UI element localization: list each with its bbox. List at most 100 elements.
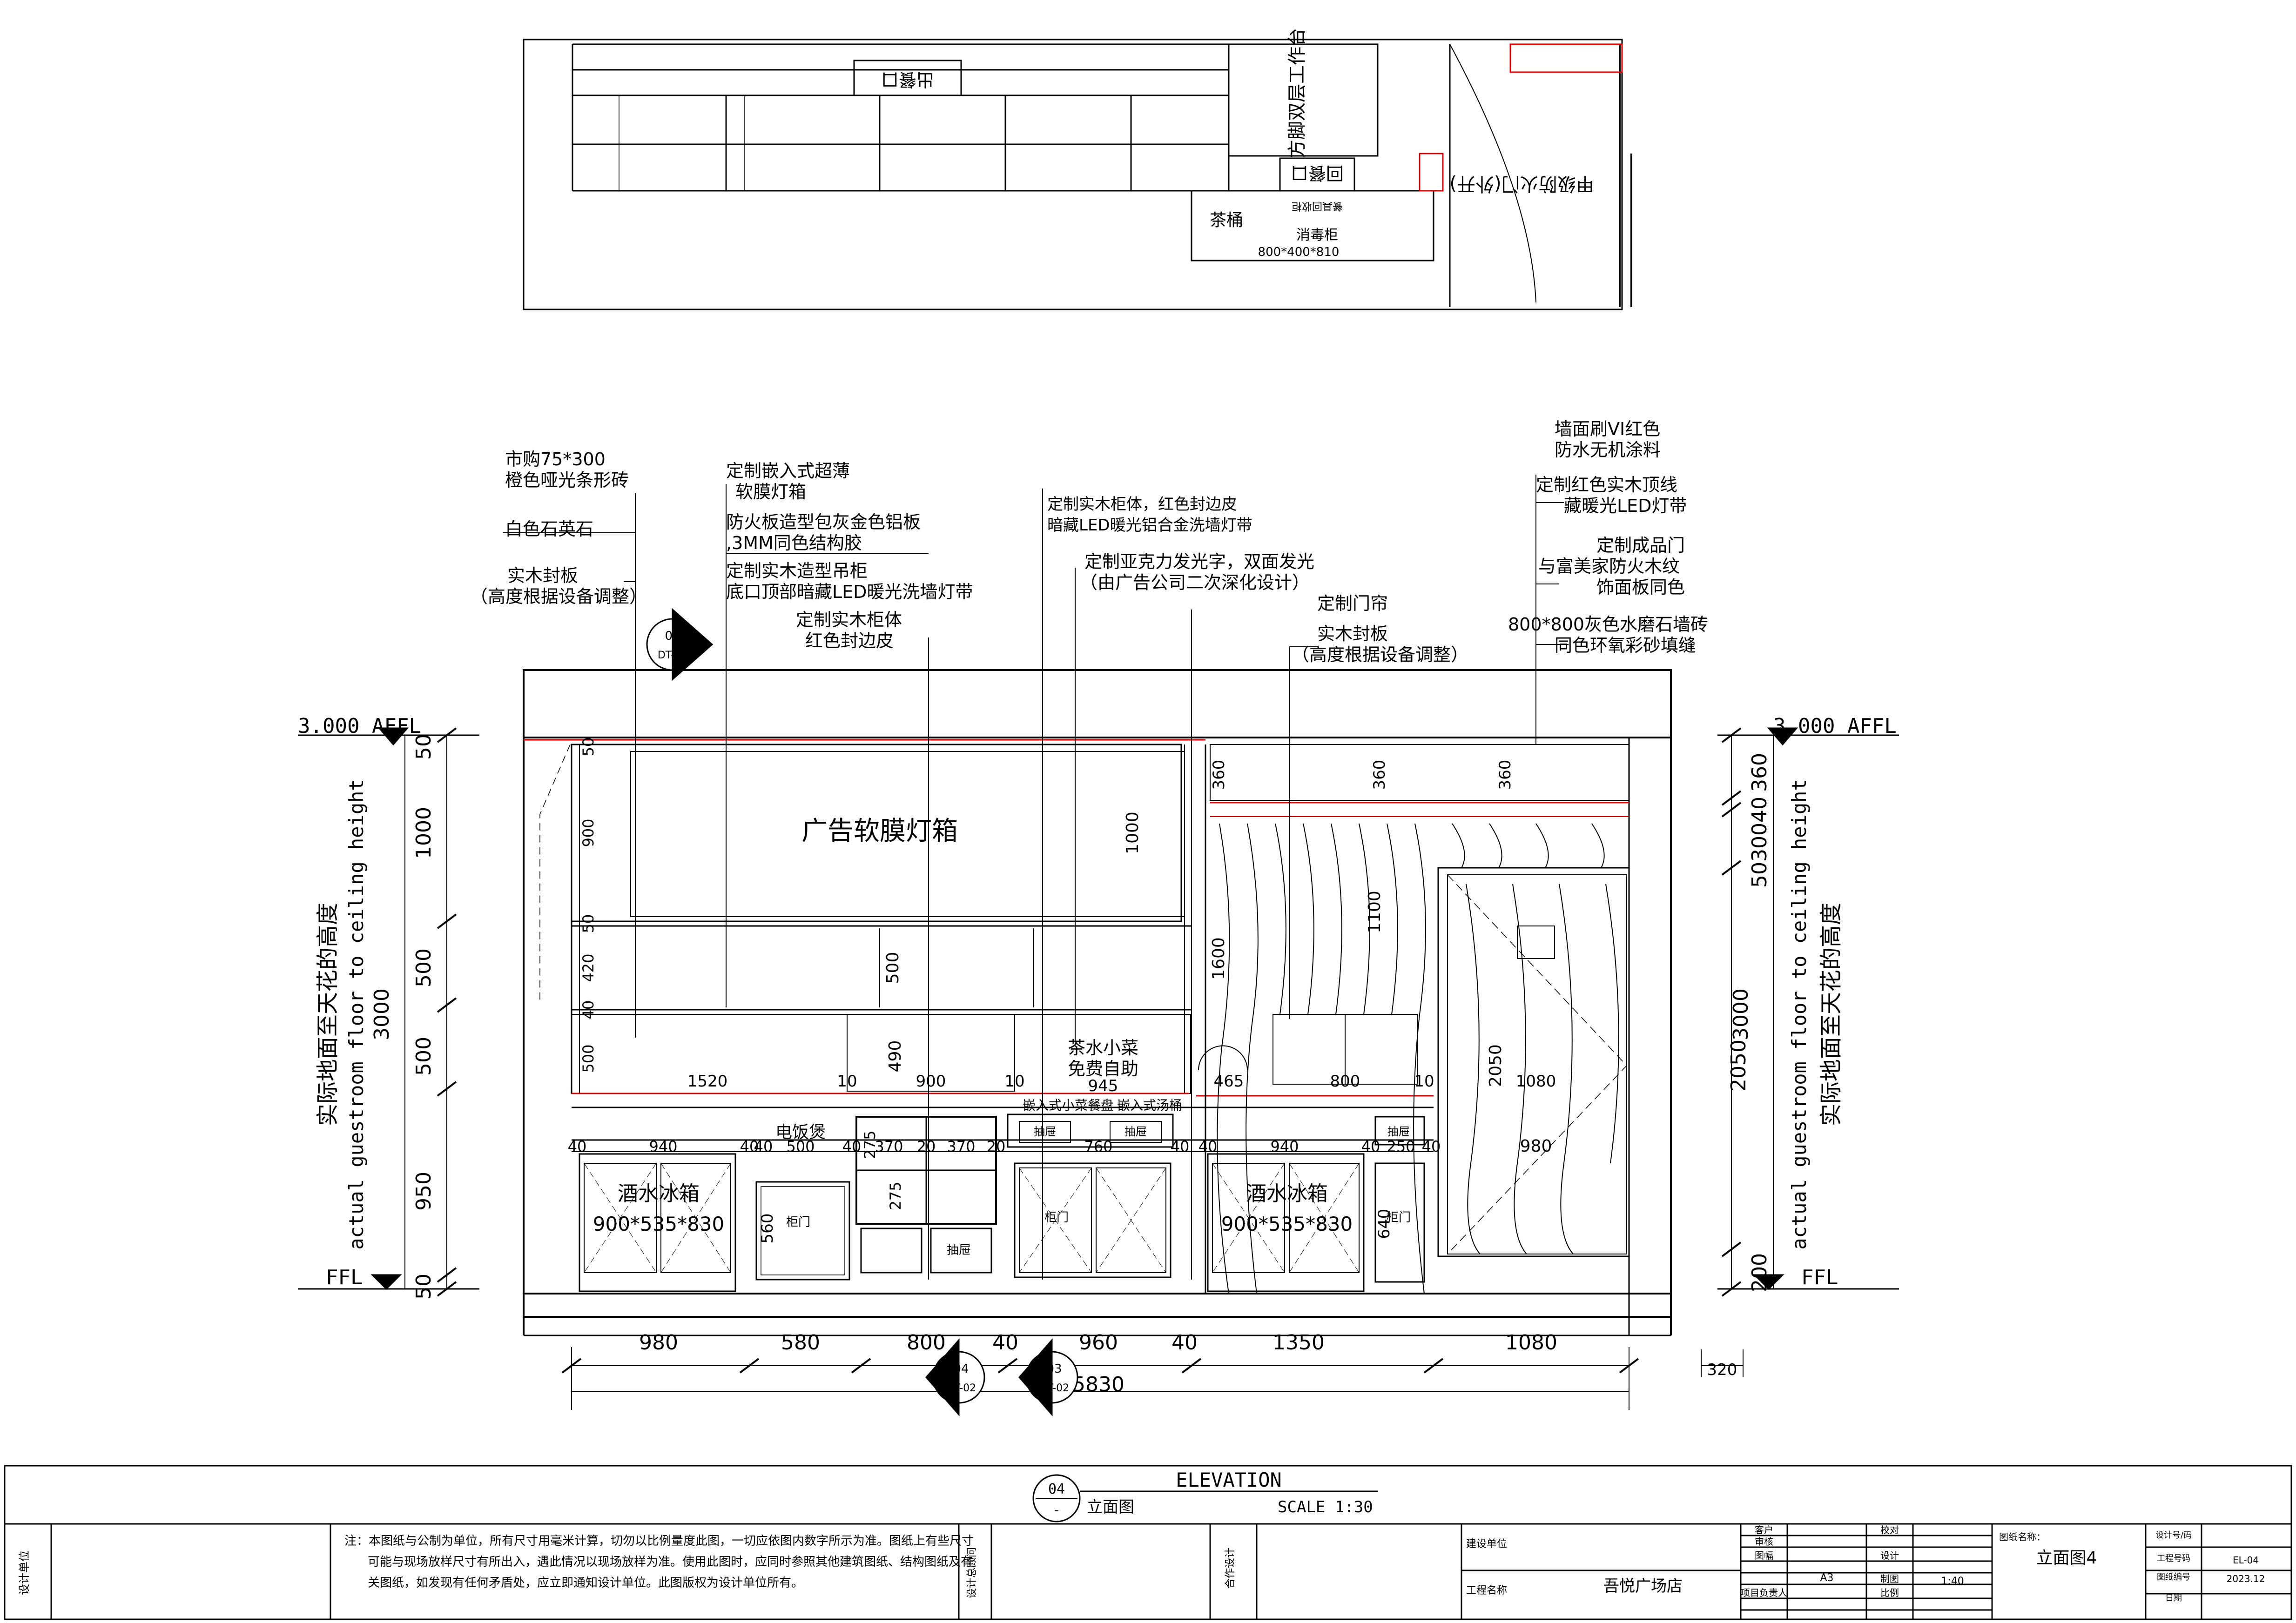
dimension-ticks-left	[437, 727, 1742, 1374]
dim-counter-40d: 40	[842, 1138, 862, 1155]
dim-right-360: 360	[1748, 753, 1771, 792]
dim-misc-980: 980	[1520, 1137, 1552, 1156]
drawing-title: 04 - ELEVATION 立面图 SCALE 1:30	[1032, 1469, 1378, 1522]
dim-right-300: 300	[1748, 823, 1771, 862]
dim-bottom-1350: 1350	[1273, 1331, 1325, 1355]
annotations: 市购75*300 橙色哑光条形砖 白色石英石 实木封板 （高度根据设备调整） 定…	[470, 419, 1708, 665]
dim-left-500b: 500	[412, 1037, 436, 1076]
tb-client-unit: 建设单位	[1466, 1538, 1507, 1550]
dim-misc-1000: 1000	[1123, 812, 1142, 854]
dim-row-945: 945	[1088, 1077, 1118, 1095]
dim-left-950: 950	[412, 1172, 436, 1211]
dim-counter-370b: 370	[947, 1138, 975, 1155]
drawer-label-4: 抽屉	[1387, 1125, 1410, 1138]
dim-row-465: 465	[1214, 1072, 1244, 1091]
dim-misc-2050: 2050	[1486, 1044, 1505, 1087]
dim-counter-40g: 40	[1361, 1138, 1380, 1155]
anno-left-3a: 实木封板	[507, 565, 578, 586]
section-04-ref: DT-02	[946, 1382, 976, 1394]
dim-inner-900: 900	[579, 818, 597, 847]
dim-bottom-800: 800	[907, 1331, 946, 1355]
anno-midleft-2b: ,3MM同色结构胶	[726, 533, 862, 553]
level-marks	[298, 727, 1899, 1290]
anno-mid-2b: （由广告公司二次深化设计）	[1080, 572, 1310, 593]
dim-inner-50b: 50	[579, 914, 597, 933]
dim-counter-940b: 940	[1270, 1138, 1299, 1155]
dim-inner-40: 40	[579, 1000, 597, 1019]
side-label-en-right: actual guestroom floor to ceiling height	[1788, 779, 1811, 1249]
title-sub: 立面图	[1087, 1498, 1134, 1516]
dim-inner-420: 420	[579, 953, 597, 982]
plan-labels: 出餐口 回餐口 甲级防火门(外开) 方脚双层工作台 茶桶 消毒柜 800*400…	[881, 28, 1595, 259]
anno-midleft-2a: 防火板造型包灰金色铝板	[726, 512, 921, 532]
title-block-texts: 设计单位 注：本图纸与公制为单位，所有尺寸用毫米计算，切勿以比例量度此图，一切应…	[18, 1524, 2265, 1603]
dim-counter-40e: 40	[1171, 1138, 1190, 1155]
dim-counter-500: 500	[786, 1138, 815, 1155]
dim-inner-50a: 50	[579, 738, 597, 757]
anno-mid-3: 定制门帘	[1317, 593, 1388, 614]
dim-counter-250: 250	[1387, 1138, 1415, 1155]
plan-excerpt	[523, 39, 1632, 310]
dim-row-900: 900	[916, 1072, 946, 1091]
dim-bottom-980a: 980	[639, 1331, 678, 1355]
cabinet-door-label-2: 柜门	[1044, 1211, 1069, 1225]
level-top-left: 3.000 AFFL	[298, 714, 421, 738]
dim-right-2050: 2050	[1727, 1040, 1751, 1092]
side-label-cn-left: 实际地面至天花的高度	[315, 903, 341, 1126]
leader-lines	[503, 475, 1569, 1280]
dim-left-50b: 50	[412, 1274, 436, 1300]
fridge-2-name: 酒水冰箱	[1246, 1182, 1328, 1206]
dim-right-50: 50	[1748, 862, 1771, 888]
drawer-label-1: 抽屉	[947, 1243, 971, 1257]
dim-left-1000: 1000	[412, 807, 436, 859]
anno-left-2: 白色石英石	[505, 519, 593, 539]
dim-row-1080: 1080	[1516, 1072, 1556, 1091]
dim-bottom-320: 320	[1707, 1361, 1737, 1379]
tb-design-unit: 设计单位	[18, 1550, 31, 1595]
dim-counter-370a: 370	[875, 1138, 903, 1155]
dim-misc-275b: 275	[887, 1181, 904, 1210]
dim-right-40: 40	[1748, 797, 1771, 823]
tb-design-no: 设计号/码	[2155, 1530, 2192, 1540]
lightbox-label: 广告软膜灯箱	[801, 816, 958, 846]
fridge-2-size: 900*535*830	[1221, 1213, 1353, 1235]
dim-right-200: 200	[1748, 1253, 1771, 1292]
anno-left-3b: （高度根据设备调整）	[470, 586, 647, 607]
plan-workbench-label: 方脚双层工作台	[1286, 28, 1308, 158]
dim-misc-360b: 360	[1370, 760, 1389, 790]
tb-design: 设计	[1880, 1550, 1899, 1561]
dim-counter-940a: 940	[649, 1138, 677, 1155]
dim-misc-360c: 360	[1496, 760, 1515, 790]
tb-date: 日期	[2165, 1593, 2182, 1603]
tb-project-code: 工程号码	[2157, 1554, 2190, 1563]
dim-bottom-40b: 40	[1172, 1331, 1198, 1355]
dim-row-10b: 10	[1004, 1072, 1024, 1091]
embedded-soup-label: 嵌入式汤桶	[1117, 1098, 1182, 1113]
tb-date-value: 2023.12	[2227, 1573, 2265, 1584]
anno-right-3a: 定制成品门	[1596, 535, 1685, 556]
dim-row-10a: 10	[837, 1072, 857, 1091]
anno-right-3c: 饰面板同色	[1596, 577, 1685, 597]
dim-row-10c: 10	[1414, 1072, 1434, 1091]
anno-right-2b: 藏暖光LED灯带	[1564, 496, 1687, 516]
dim-misc-560: 560	[758, 1214, 777, 1244]
anno-mid-1a: 定制实木柜体，红色封边皮	[1047, 495, 1237, 514]
tb-notes-3: 关图纸，如发现有任何矛盾处，应立即通知设计单位。此图版权为设计单位所有。	[368, 1576, 803, 1590]
anno-mid-1b: 暗藏LED暖光铝合金洗墙灯带	[1047, 516, 1252, 535]
anno-mid-2a: 定制亚克力发光字，双面发光	[1084, 551, 1314, 572]
anno-right-1b: 防水无机涂料	[1555, 440, 1661, 460]
section-04-num: 04	[953, 1362, 969, 1376]
cabinet-door-label-1: 柜门	[786, 1215, 810, 1229]
section-marks	[646, 608, 1078, 1416]
tb-drawing-size: 图幅	[1755, 1550, 1773, 1561]
anno-midleft-1a: 定制嵌入式超薄	[726, 461, 850, 481]
section-03-ref: DT-02	[1039, 1382, 1069, 1394]
dim-bottom-1080: 1080	[1505, 1331, 1557, 1355]
tb-customer: 客户	[1755, 1524, 1773, 1536]
dim-counter-760: 760	[1084, 1138, 1112, 1155]
anno-mid-4a: 实木封板	[1317, 624, 1388, 644]
anno-mid-4b: （高度根据设备调整）	[1292, 644, 1468, 665]
cabinet-door-label-3: 柜门	[1387, 1211, 1411, 1225]
dim-bottom-960: 960	[1079, 1331, 1118, 1355]
